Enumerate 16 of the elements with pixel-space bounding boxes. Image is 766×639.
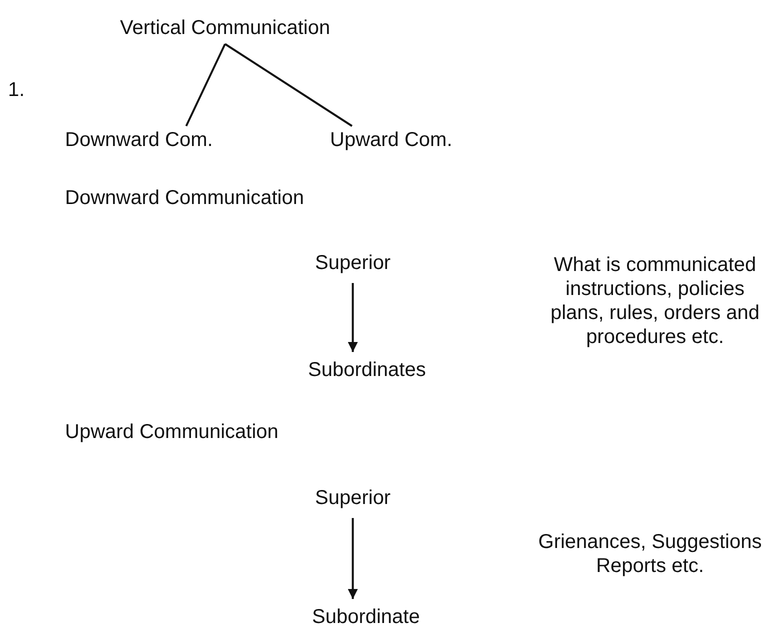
role-text: Subordinate (312, 603, 420, 631)
connector-line (185, 44, 226, 126)
section-heading: Downward Communication (65, 186, 304, 210)
role-text: Subordinates (308, 356, 426, 384)
node-text: Downward Com. (65, 126, 213, 154)
role-text: Superior (315, 484, 391, 512)
node-text: Upward Com. (330, 126, 452, 154)
section-heading: Upward Communication (65, 420, 278, 444)
list-number: 1. (8, 78, 25, 102)
note-text: Grienances, Suggestions Reports etc. (537, 530, 763, 578)
arrow (348, 283, 358, 352)
connector-line (224, 43, 353, 127)
note-text: What is communicated instructions, policies plans, rules, orders and procedures etc. (549, 253, 760, 349)
role-text: Superior (315, 249, 391, 277)
heading-text: Vertical Communication (120, 14, 330, 42)
arrow (348, 518, 358, 599)
